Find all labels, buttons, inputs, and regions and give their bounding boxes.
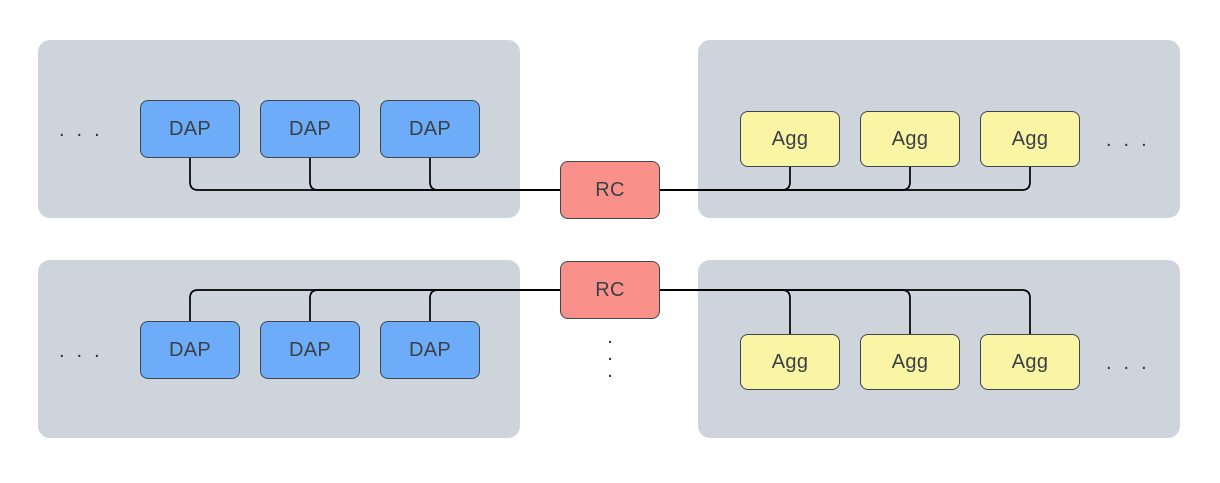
ellipsis-more-nodes: ...: [59, 340, 112, 362]
dap-node: DAP: [140, 100, 240, 158]
ellipsis-more-rows: . . .: [607, 326, 613, 382]
dap-node: DAP: [380, 321, 480, 379]
rc-node: RC: [560, 161, 660, 219]
rc-node: RC: [560, 261, 660, 319]
dap-node: DAP: [260, 321, 360, 379]
dap-node: DAP: [380, 100, 480, 158]
dap-node: DAP: [140, 321, 240, 379]
dap-node: DAP: [260, 100, 360, 158]
agg-node: Agg: [740, 111, 840, 167]
ellipsis-more-nodes: ...: [1106, 129, 1159, 151]
agg-node: Agg: [740, 334, 840, 390]
agg-node: Agg: [860, 334, 960, 390]
agg-node: Agg: [860, 111, 960, 167]
agg-node: Agg: [980, 334, 1080, 390]
ellipsis-more-nodes: ...: [1106, 352, 1159, 374]
ellipsis-more-nodes: ...: [59, 119, 112, 141]
agg-node: Agg: [980, 111, 1080, 167]
